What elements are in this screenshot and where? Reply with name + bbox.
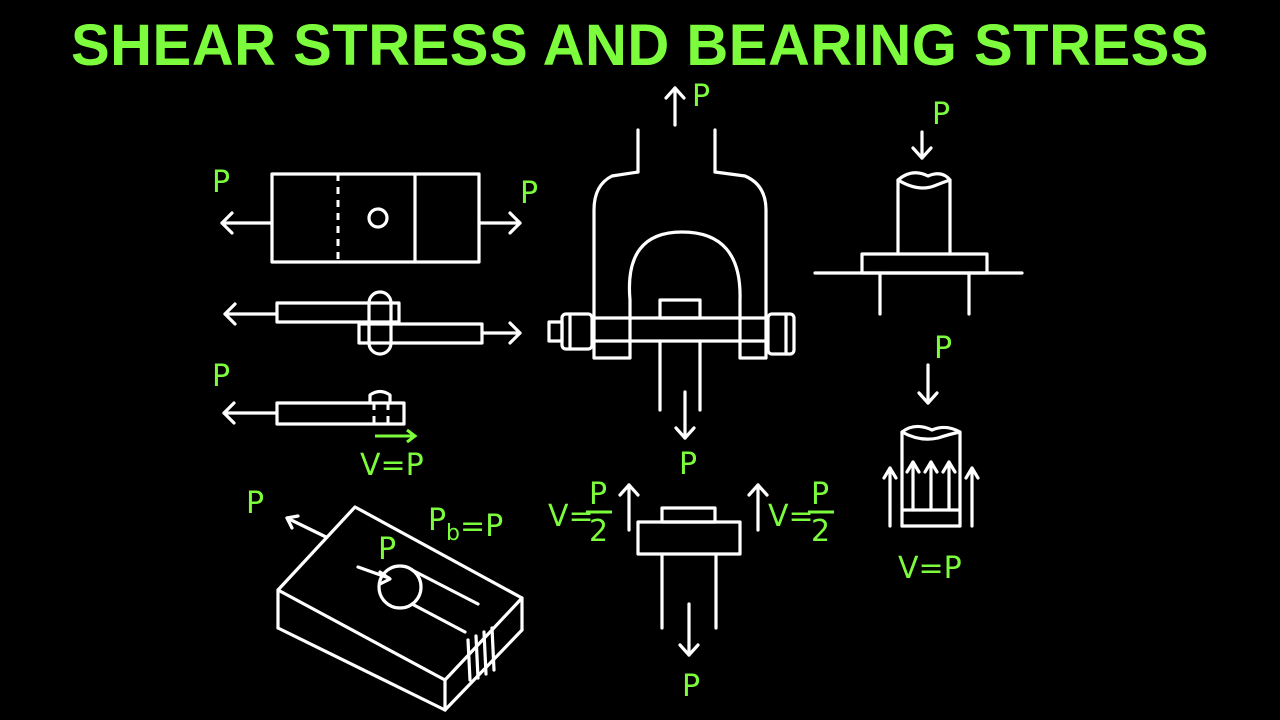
shear-equals-p-label: V=P [360,448,424,483]
load-label-p: P [212,165,230,200]
shear-half-label-right: V= P 2 [768,477,834,549]
shear-force-arrow [375,428,418,444]
shear-half-label-left: V= P 2 [548,477,612,549]
page-title: SHEAR STRESS AND BEARING STRESS [70,13,1210,78]
svg-text:V=: V= [768,499,814,534]
load-label-p: P [246,486,264,521]
bearing-plate [276,505,524,712]
load-label-p: P [679,447,697,482]
load-label-p: P [378,532,396,567]
load-label-p: P [212,359,230,394]
shear-equals-p-label: V=P [898,551,962,586]
load-label-p: P [682,669,700,704]
svg-text:P: P [428,503,446,538]
lap-joint-top-view [220,172,522,264]
load-label-p: P [520,176,538,211]
svg-text:V=: V= [548,499,594,534]
load-label-p: P [932,97,950,132]
svg-text:=P: =P [460,509,503,544]
punch-assembly [813,130,1024,316]
lap-joint-side-view [223,290,522,356]
bearing-force-label: P b =P [428,503,503,546]
svg-text:P: P [589,477,607,512]
clevis-assembly [547,86,796,440]
load-label-p: P [934,331,952,366]
svg-text:b: b [446,521,460,546]
svg-text:2: 2 [811,514,830,549]
svg-text:P: P [811,477,829,512]
punch-free-body [882,363,980,528]
single-shear-free-body [222,389,406,426]
pin-free-body [618,483,769,657]
svg-text:2: 2 [589,514,608,549]
load-label-p: P [692,79,710,114]
